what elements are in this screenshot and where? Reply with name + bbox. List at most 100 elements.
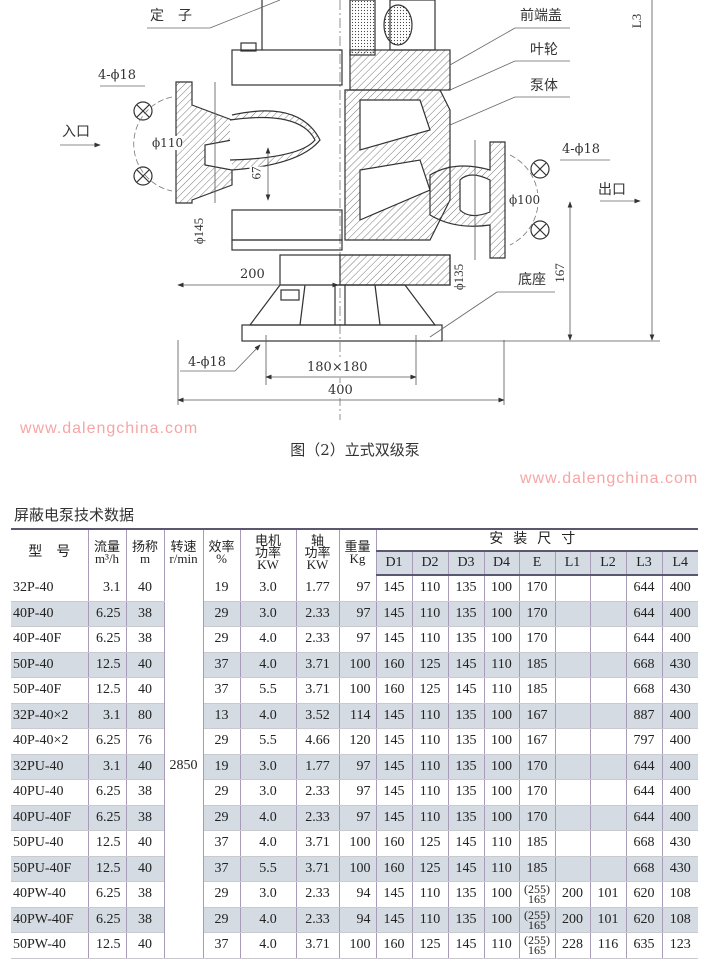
cell-L3: 668 <box>625 677 663 704</box>
cell-model: 40PU-40F <box>11 805 89 831</box>
cell-motor: 3.0 <box>239 754 297 780</box>
cell-model: 32PU-40 <box>11 754 89 780</box>
cell-L4: 430 <box>661 856 698 882</box>
cell-L1 <box>554 677 591 704</box>
cell-motor: 4.0 <box>239 626 297 653</box>
cell-E: 170 <box>518 575 556 602</box>
header-D3: D3 <box>447 551 485 576</box>
cell-weight: 97 <box>338 805 377 831</box>
cell-flow: 3.1 <box>87 754 127 780</box>
cell-model: 40P-40×2 <box>11 728 89 755</box>
cell-head: 40 <box>125 754 165 780</box>
cell-D4: 100 <box>483 805 520 831</box>
cell-speed: 2850 <box>163 575 204 959</box>
cell-L4: 430 <box>661 652 698 678</box>
cell-flow: 6.25 <box>87 601 127 627</box>
label-inlet: 入口 <box>62 124 90 140</box>
cell-L2 <box>589 601 627 627</box>
cell-D3: 145 <box>447 856 485 882</box>
base <box>248 284 437 326</box>
cell-motor: 4.0 <box>239 652 297 678</box>
cell-D4: 110 <box>483 677 520 704</box>
cell-D3: 135 <box>447 805 485 831</box>
cell-E: 170 <box>518 805 556 831</box>
cell-eff: 37 <box>202 677 241 704</box>
cell-L3: 644 <box>625 805 663 831</box>
cell-L2 <box>589 728 627 755</box>
cell-D2: 110 <box>411 626 449 653</box>
cell-head: 38 <box>125 881 165 908</box>
cell-head: 38 <box>125 601 165 627</box>
figure-caption: 图（2）立式双级泵 <box>290 441 420 459</box>
cell-E: 185 <box>518 830 556 857</box>
cell-L1 <box>554 856 591 882</box>
cell-model: 32P-40 <box>11 575 89 602</box>
cell-head: 38 <box>125 907 165 933</box>
cell-head: 38 <box>125 779 165 806</box>
cell-weight: 97 <box>338 575 377 602</box>
cell-L1 <box>554 728 591 755</box>
cell-L2 <box>589 856 627 882</box>
cell-motor: 3.0 <box>239 601 297 627</box>
cell-E: 185 <box>518 677 556 704</box>
cell-L1 <box>554 601 591 627</box>
cell-D2: 125 <box>411 856 449 882</box>
cell-model: 40P-40 <box>11 601 89 627</box>
cell-weight: 97 <box>338 779 377 806</box>
front-cover <box>349 49 451 91</box>
cell-D1: 145 <box>375 575 413 602</box>
cell-L3: 797 <box>625 728 663 755</box>
cell-L1 <box>554 805 591 831</box>
cell-model: 50PU-40F <box>11 856 89 882</box>
cell-D1: 160 <box>375 652 413 678</box>
cell-E: 167 <box>518 703 556 729</box>
cell-D2: 110 <box>411 779 449 806</box>
cell-L1 <box>554 575 591 602</box>
cell-motor: 5.5 <box>239 728 297 755</box>
cell-flow: 3.1 <box>87 703 127 729</box>
cell-head: 40 <box>125 932 165 959</box>
cell-L1 <box>554 626 591 653</box>
cell-E: 170 <box>518 754 556 780</box>
label-dim-200: 200 <box>240 267 265 282</box>
header-efficiency: 效率% <box>202 528 241 575</box>
header-install-dimensions: 安装尺寸 <box>375 528 698 552</box>
header-D4: D4 <box>483 551 520 576</box>
cell-D4: 100 <box>483 601 520 627</box>
cell-model: 40P-40F <box>11 626 89 653</box>
cell-motor: 3.0 <box>239 881 297 908</box>
cell-D4: 100 <box>483 779 520 806</box>
cell-L2 <box>589 805 627 831</box>
cell-head: 40 <box>125 677 165 704</box>
cell-weight: 100 <box>338 677 377 704</box>
cell-E: 167 <box>518 728 556 755</box>
cell-L4: 430 <box>661 677 698 704</box>
cell-flow: 12.5 <box>87 677 127 704</box>
cell-L4: 123 <box>661 932 698 959</box>
cell-D2: 110 <box>411 575 449 602</box>
inlet-bolt-hole-bottom <box>133 166 153 186</box>
cell-L2: 101 <box>589 907 627 933</box>
cell-eff: 37 <box>202 932 241 959</box>
header-L4: L4 <box>661 551 698 576</box>
cell-L2 <box>589 754 627 780</box>
cell-D3: 145 <box>447 932 485 959</box>
cell-eff: 29 <box>202 626 241 653</box>
cell-D2: 125 <box>411 830 449 857</box>
cell-L4: 400 <box>661 779 698 806</box>
cell-L1 <box>554 754 591 780</box>
cell-eff: 19 <box>202 575 241 602</box>
cell-shaft: 2.33 <box>295 805 340 831</box>
cell-shaft: 2.33 <box>295 907 340 933</box>
cell-D4: 100 <box>483 575 520 602</box>
